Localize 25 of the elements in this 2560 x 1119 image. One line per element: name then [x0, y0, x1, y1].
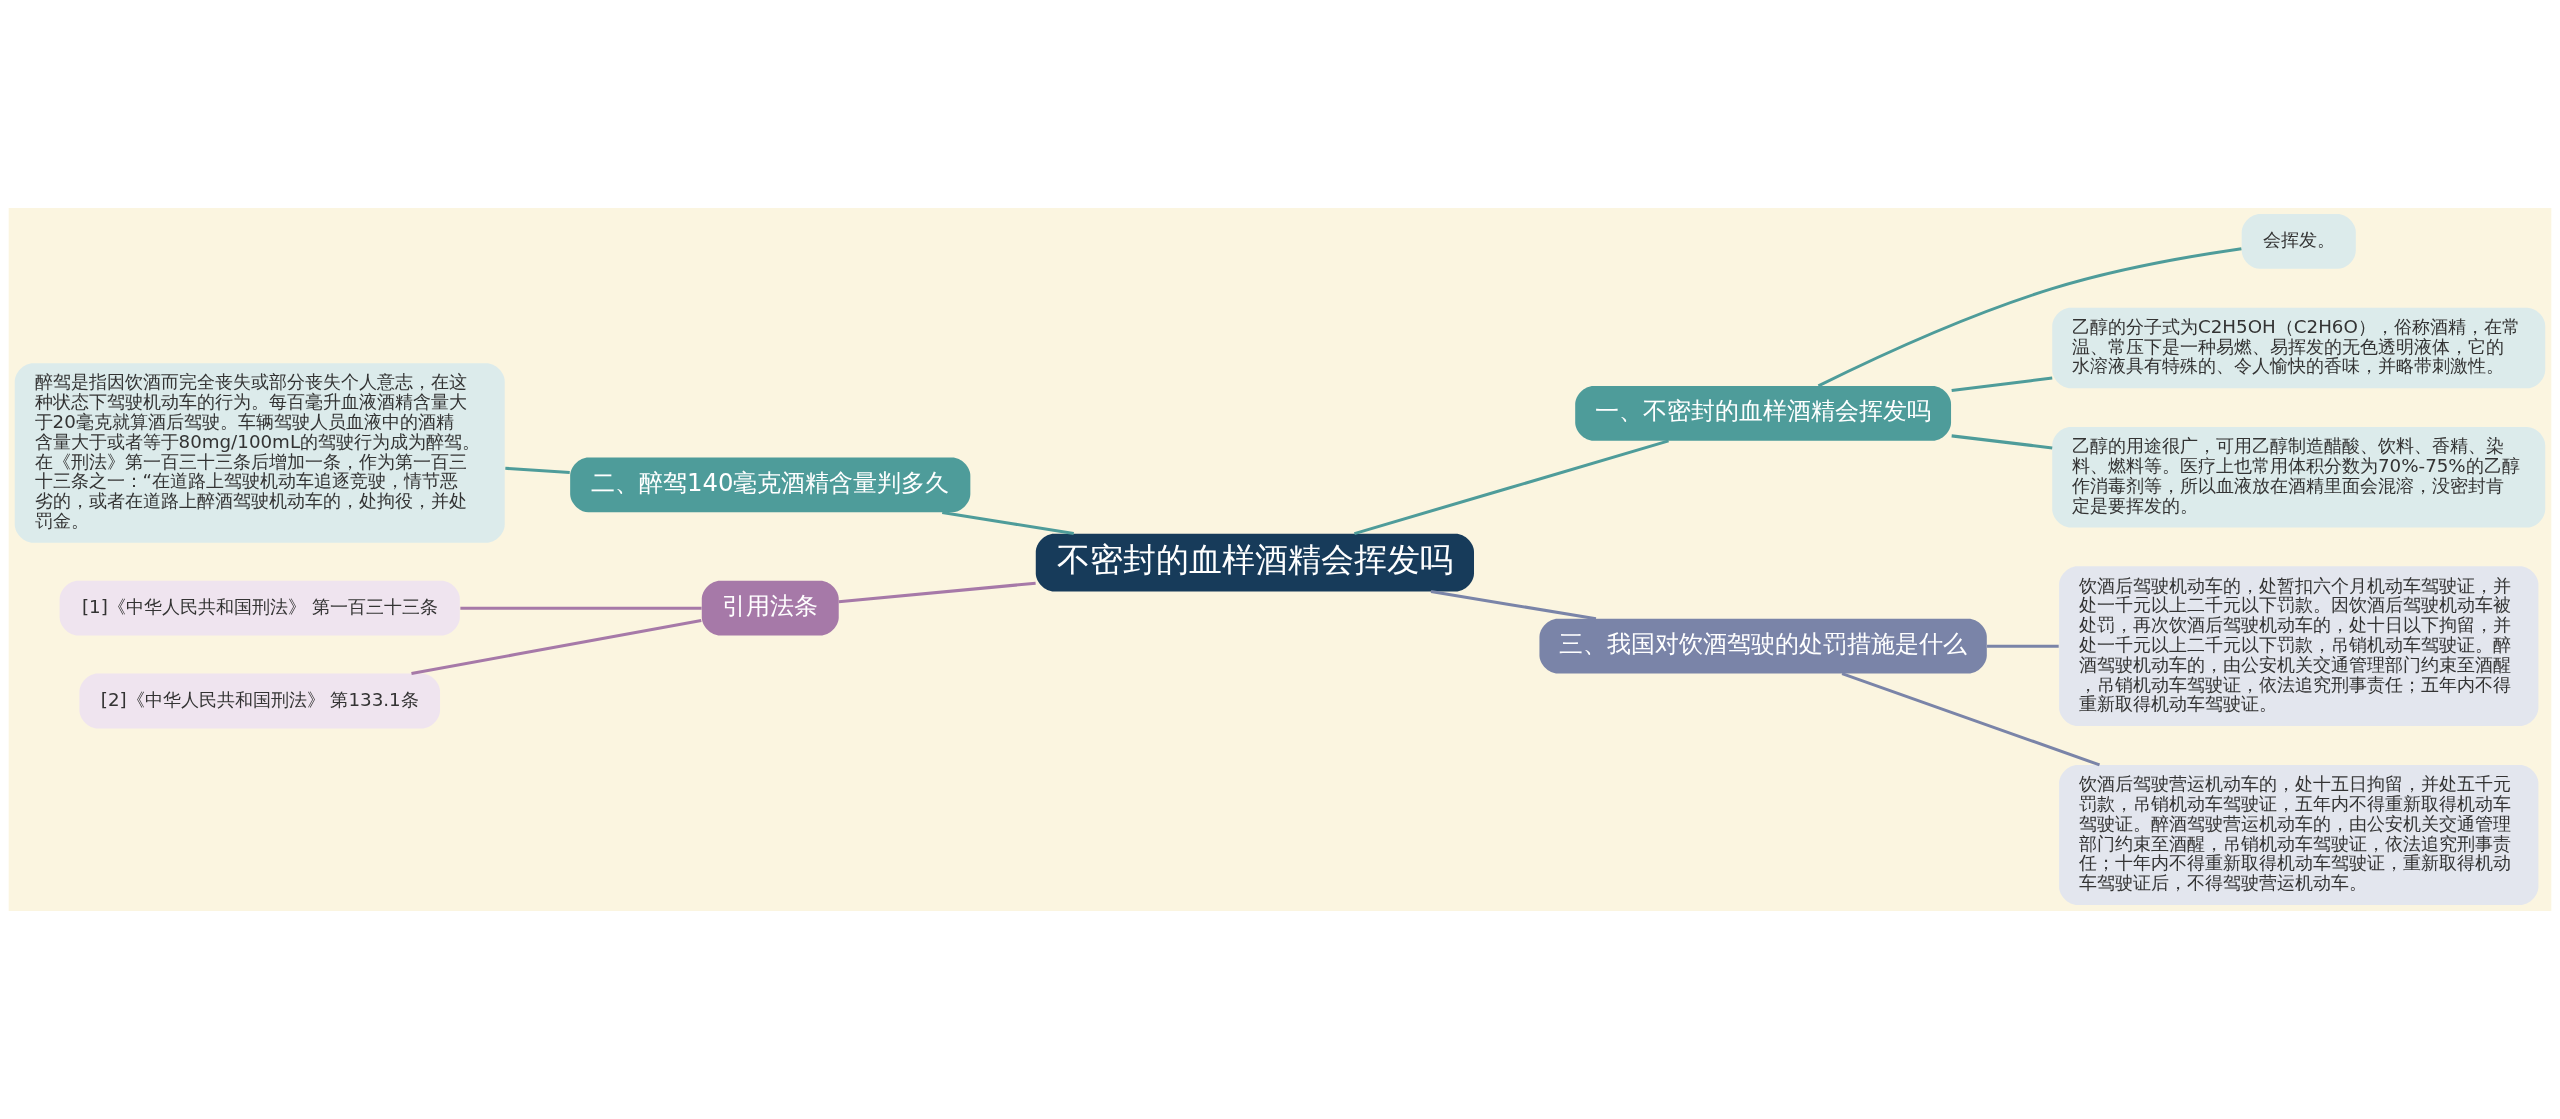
node-box: 饮酒后驾驶营运机动车的，处十五日拘留，并处五千元罚款，吊销机动车驾驶证，五年内不得重新取得机动车驾驶证。醉酒驾驶营运机动车的，由公安机关交通管理部门约束至酒醒，吊销机动车驾驶证，依法追究刑事责任；十年内不得重新取得机动车驾驶证，重新取得机动车驾驶证后，不得驾驶营运机动车。	[2059, 764, 2539, 905]
connector	[1951, 434, 2053, 450]
connector	[942, 510, 1074, 536]
node-box: 不密封的血样酒精会挥发吗	[1035, 533, 1474, 592]
node-box: 一、不密封的血样酒精会挥发吗	[1575, 386, 1952, 441]
connector	[1987, 644, 2059, 648]
node-box: 饮酒后驾驶机动车的，处暂扣六个月机动车驾驶证，并处一千元以上二千元以下罚款。因饮酒后驾驶机动车被处罚，再次饮酒后驾驶机动车的，处十日以下拘留，并处一千元以上二千元以下罚款，吊销机动车驾驶证。醉酒驾驶机动车的，由公安机关交通管理部门约束至酒醒，吊销机动车驾驶证，依法追究刑事责任；五年内不得重新取得机动车驾驶证。	[2059, 566, 2539, 727]
node-box: 二、醉驾140毫克酒精含量判多久	[570, 457, 971, 513]
node-box: [2]《中华人民共和国刑法》 第133.1条	[79, 673, 441, 729]
node-box: [1]《中华人民共和国刑法》 第一百三十三条	[59, 580, 460, 636]
connector	[1951, 376, 2053, 392]
connector	[505, 466, 570, 474]
connector	[1354, 439, 1669, 536]
connector	[838, 581, 1036, 604]
node-box: 乙醇的分子式为C2H5OH（C2H6O），俗称酒精，在常温、常压下是一种易燃、易挥发的无色透明液体，它的水溶液具有特殊的、令人愉快的香味，并略带刺激性。	[2052, 307, 2546, 389]
node-box: 乙醇的用途很广，可用乙醇制造醋酸、饮料、香精、染料、燃料等。医疗上也常用体积分数为70%-75%的乙醇作消毒剂等，所以血液放在酒精里面会混溶，没密封肯定是要挥发的。	[2052, 427, 2546, 528]
connector	[1841, 672, 2101, 767]
node-box: 引用法条	[701, 580, 839, 636]
connector	[1430, 589, 1597, 621]
node-box: 会挥发。	[2241, 214, 2356, 269]
connector	[460, 606, 702, 610]
connector	[411, 619, 702, 676]
node-box: 醉驾是指因饮酒而完全丧失或部分丧失个人意志，在这种状态下驾驶机动车的行为。每百毫升血液酒精含量大于20毫克就算酒后驾驶。车辆驾驶人员血液中的酒精含量大于或者等于80mg/100mL的驾驶行为成为醉驾。在《刑法》第一百三十三条后增加一条，作为第一百三十三条之一：“在道路上驾驶机动车追逐竞驶，情节恶劣的，或者在道路上醉酒驾驶机动车的，处拘役，并处罚金。	[14, 363, 505, 543]
node-box: 三、我国对饮酒驾驶的处罚措施是什么	[1539, 618, 1987, 674]
connector	[1817, 247, 2242, 388]
